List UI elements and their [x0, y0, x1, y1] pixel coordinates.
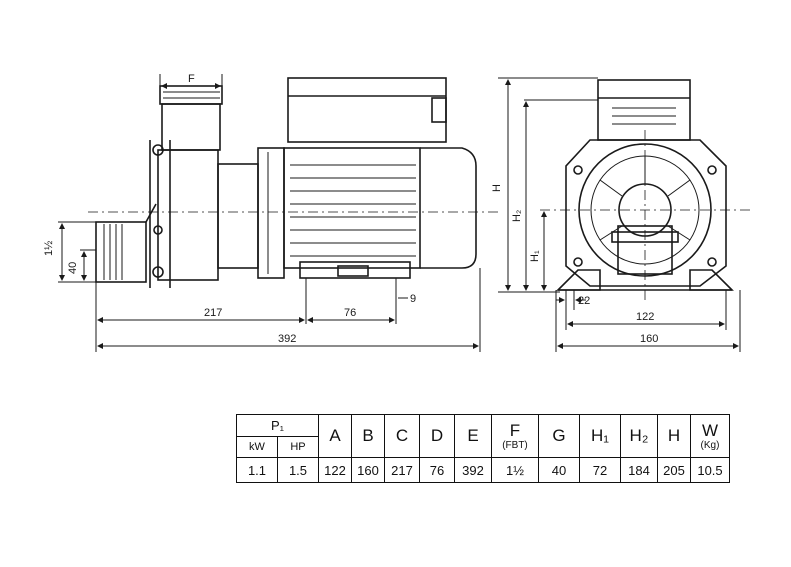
spec-value-row: 1.1 1.5 122 160 217 76 392 1½ 40 72 184 …	[236, 457, 730, 483]
pump-side-view	[88, 77, 500, 288]
header-W: W (Kg)	[690, 414, 730, 458]
dim-40: 40	[67, 262, 79, 274]
header-H2: H₂	[620, 414, 658, 458]
header-H1: H₁	[579, 414, 621, 458]
spec-unit-row: kW HP	[236, 435, 730, 458]
value-C: 217	[384, 457, 420, 483]
value-hp: 1.5	[277, 457, 319, 483]
header-F-main: F	[509, 421, 521, 440]
spec-table: P₁ A B C D E F (FBT) G H₁ H₂ H W (Kg) kW…	[236, 414, 730, 483]
value-A: 122	[318, 457, 352, 483]
header-F: F (FBT)	[491, 414, 539, 458]
header-H: H	[657, 414, 691, 458]
value-D: 76	[419, 457, 455, 483]
value-H1: 72	[579, 457, 621, 483]
header-F-sub: (FBT)	[502, 440, 528, 451]
header-E: E	[454, 414, 492, 458]
value-H2: 184	[620, 457, 658, 483]
header-W-main: W	[701, 421, 719, 440]
value-F: 1½	[491, 457, 539, 483]
value-W: 10.5	[690, 457, 730, 483]
header-G: G	[538, 414, 580, 458]
value-kw: 1.1	[236, 457, 278, 483]
header-W-sub: (Kg)	[700, 440, 720, 451]
unit-kw: kW	[236, 435, 278, 458]
dim-76: 76	[344, 307, 356, 319]
spec-header-row: P₁ A B C D E F (FBT) G H₁ H₂ H W (Kg)	[236, 414, 730, 458]
header-B: B	[351, 414, 385, 458]
header-A: A	[318, 414, 352, 458]
dim-H: H	[491, 184, 503, 192]
front-dimension-lines	[498, 77, 741, 352]
header-C: C	[384, 414, 420, 458]
dim-22: 22	[578, 295, 590, 307]
side-dimension-lines	[58, 74, 481, 352]
dim-9: 9	[410, 293, 416, 305]
dim-122: 122	[636, 311, 654, 323]
header-D: D	[419, 414, 455, 458]
dim-160: 160	[640, 333, 658, 345]
dim-F: F	[188, 73, 195, 85]
value-H: 205	[657, 457, 691, 483]
p1-header: P₁	[236, 414, 319, 437]
value-B: 160	[351, 457, 385, 483]
dim-inlet: 1½	[43, 241, 55, 256]
dim-217: 217	[204, 307, 222, 319]
value-G: 40	[538, 457, 580, 483]
dim-H1: H₁	[529, 250, 541, 262]
value-E: 392	[454, 457, 492, 483]
unit-hp: HP	[277, 435, 319, 458]
pump-front-view	[540, 79, 750, 300]
dim-H2: H₂	[511, 210, 523, 222]
dim-392: 392	[278, 333, 296, 345]
